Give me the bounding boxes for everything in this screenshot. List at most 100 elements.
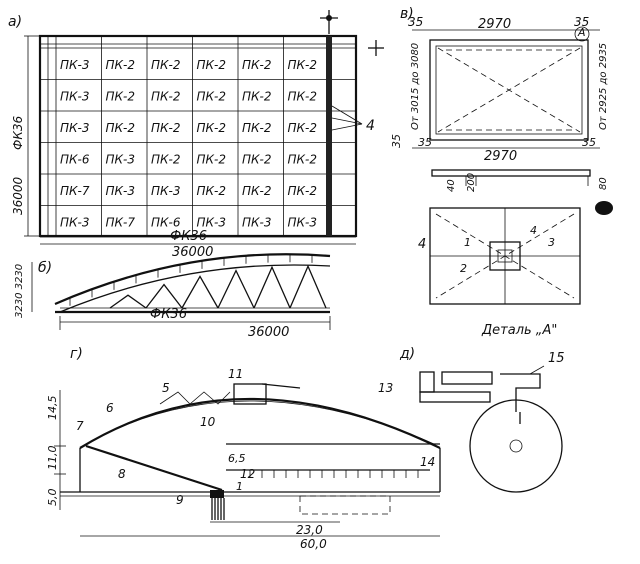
svg-text:3: 3: [548, 236, 555, 249]
svg-text:8: 8: [118, 467, 126, 481]
platform-posts: [249, 470, 419, 478]
cross-mark-icon: [368, 40, 384, 56]
slab-cell-label: ПК-2: [197, 153, 227, 167]
slab-cell-label: ПК-2: [151, 121, 181, 135]
slab-section: 40 200 80: [431, 169, 609, 192]
svg-text:35: 35: [574, 15, 589, 29]
svg-text:200: 200: [466, 173, 477, 192]
slab-cell-label: ПК-3: [106, 153, 136, 167]
panel-v-slab-detail: в) 35 2970 35 А От 3015 до 3080 От 2925 …: [368, 6, 613, 338]
slab-cell-label: ПК-2: [242, 58, 272, 72]
svg-text:2970: 2970: [484, 149, 517, 164]
north-mark-icon: [320, 10, 338, 34]
slab-cell-label: ПК-2: [106, 121, 136, 135]
svg-text:23,0: 23,0: [296, 523, 323, 537]
svg-text:6,5: 6,5: [228, 452, 246, 465]
svg-text:2970: 2970: [478, 17, 511, 32]
slab-cell-label: ПК-3: [197, 216, 227, 230]
panel-g-section: г) 1 5 6 7 8 9 10 11 12 13: [46, 346, 441, 551]
svg-text:2: 2: [460, 262, 467, 275]
left-vertical-dim: От 3015 до 3080: [410, 43, 421, 130]
slab-cell-label: ПК-2: [106, 90, 136, 104]
slab-cell-label: ПК-3: [60, 58, 90, 72]
slab-cell-label: ПК-2: [151, 58, 181, 72]
truss-diagonal: [181, 275, 219, 309]
bottom-beam-label: ФК36: [170, 229, 207, 244]
svg-text:4: 4: [366, 118, 375, 134]
slab-cell-label: ПК-7: [60, 184, 90, 198]
truss-diagonal: [289, 264, 327, 309]
piles: [211, 498, 225, 520]
slab-cell-label: ПК-2: [151, 90, 181, 104]
truss-verticals: [69, 254, 313, 306]
svg-text:4: 4: [418, 237, 426, 252]
svg-text:35: 35: [582, 136, 596, 149]
slab-cell-label: ПК-2: [288, 121, 318, 135]
slab-cell-label: ПК-6: [151, 216, 181, 230]
truss-diagonal: [109, 294, 147, 309]
truss-diagonal: [253, 265, 291, 309]
svg-text:60,0: 60,0: [300, 537, 327, 551]
slab-cell-label: ПК-2: [288, 58, 318, 72]
svg-text:А: А: [577, 26, 586, 39]
svg-text:14: 14: [420, 455, 435, 469]
slab-cell-label: ПК-3: [106, 184, 136, 198]
slab-cell-label: ПК-2: [288, 153, 318, 167]
truss-beam-label: ФК36: [150, 307, 187, 322]
slab-cell-label: ПК-2: [197, 121, 227, 135]
svg-text:11,0: 11,0: [46, 446, 59, 471]
truss-diagonal: [217, 269, 255, 309]
svg-text:9: 9: [176, 493, 184, 507]
svg-text:11: 11: [228, 367, 243, 381]
slab-cell-label: ПК-6: [60, 153, 90, 167]
svg-text:35: 35: [418, 136, 432, 149]
svg-text:4: 4: [530, 224, 537, 237]
slab-cell-label: ПК-2: [242, 90, 272, 104]
slab-cell-label: ПК-3: [60, 216, 90, 230]
svg-text:1: 1: [464, 236, 471, 249]
svg-text:7: 7: [76, 419, 84, 433]
svg-text:13: 13: [378, 381, 393, 395]
bottom-dimension: 36000: [172, 245, 213, 260]
slab-cell-label: ПК-2: [106, 58, 136, 72]
svg-text:35: 35: [390, 134, 403, 148]
svg-text:6: 6: [106, 401, 114, 415]
slab-cell-label: ПК-2: [242, 153, 272, 167]
panel-b-label: б): [38, 260, 52, 276]
slab-cell-label: ПК-7: [106, 216, 136, 230]
svg-text:35: 35: [408, 15, 423, 29]
panel-a-label: а): [8, 14, 22, 30]
right-vertical-dim: От 2925 до 2935: [598, 43, 609, 130]
slab-cell-label: ПК-2: [151, 153, 181, 167]
slab-cell-label: ПК-3: [60, 90, 90, 104]
svg-text:12: 12: [240, 467, 255, 481]
panel-b-truss: б) ФК36 36000 3230 3230: [14, 253, 331, 340]
svg-text:15: 15: [548, 351, 565, 366]
detail-caption: Деталь „А": [481, 323, 557, 338]
slab-cell-label: ПК-2: [242, 121, 272, 135]
truss-heights: 3230 3230: [14, 264, 25, 318]
slab-cell-label: ПК-3: [288, 216, 318, 230]
slab-cell-label: ПК-2: [288, 90, 318, 104]
slab-cell-label: ПК-2: [197, 184, 227, 198]
slab-cell-label: ПК-2: [242, 184, 272, 198]
side-beam-label: ФК36: [11, 116, 25, 150]
panel-v-label: в): [400, 6, 414, 22]
slab-cell-label: ПК-3: [151, 184, 181, 198]
callout-4: 4: [331, 105, 375, 134]
truss-diagonal: [145, 283, 183, 309]
svg-text:80: 80: [598, 177, 609, 190]
svg-text:1: 1: [236, 480, 243, 493]
slab-cell-label: ПК-3: [60, 121, 90, 135]
slab-cell-label: ПК-2: [197, 58, 227, 72]
detail-a: 4 1 2 3 4: [418, 207, 581, 305]
panel-g-label: г): [70, 346, 83, 362]
svg-text:40: 40: [446, 179, 457, 192]
truss-span: 36000: [248, 325, 289, 340]
slab-cell-label: ПК-3: [242, 216, 272, 230]
panel-d-machine: д) 15: [399, 346, 565, 493]
svg-text:5: 5: [162, 381, 170, 395]
